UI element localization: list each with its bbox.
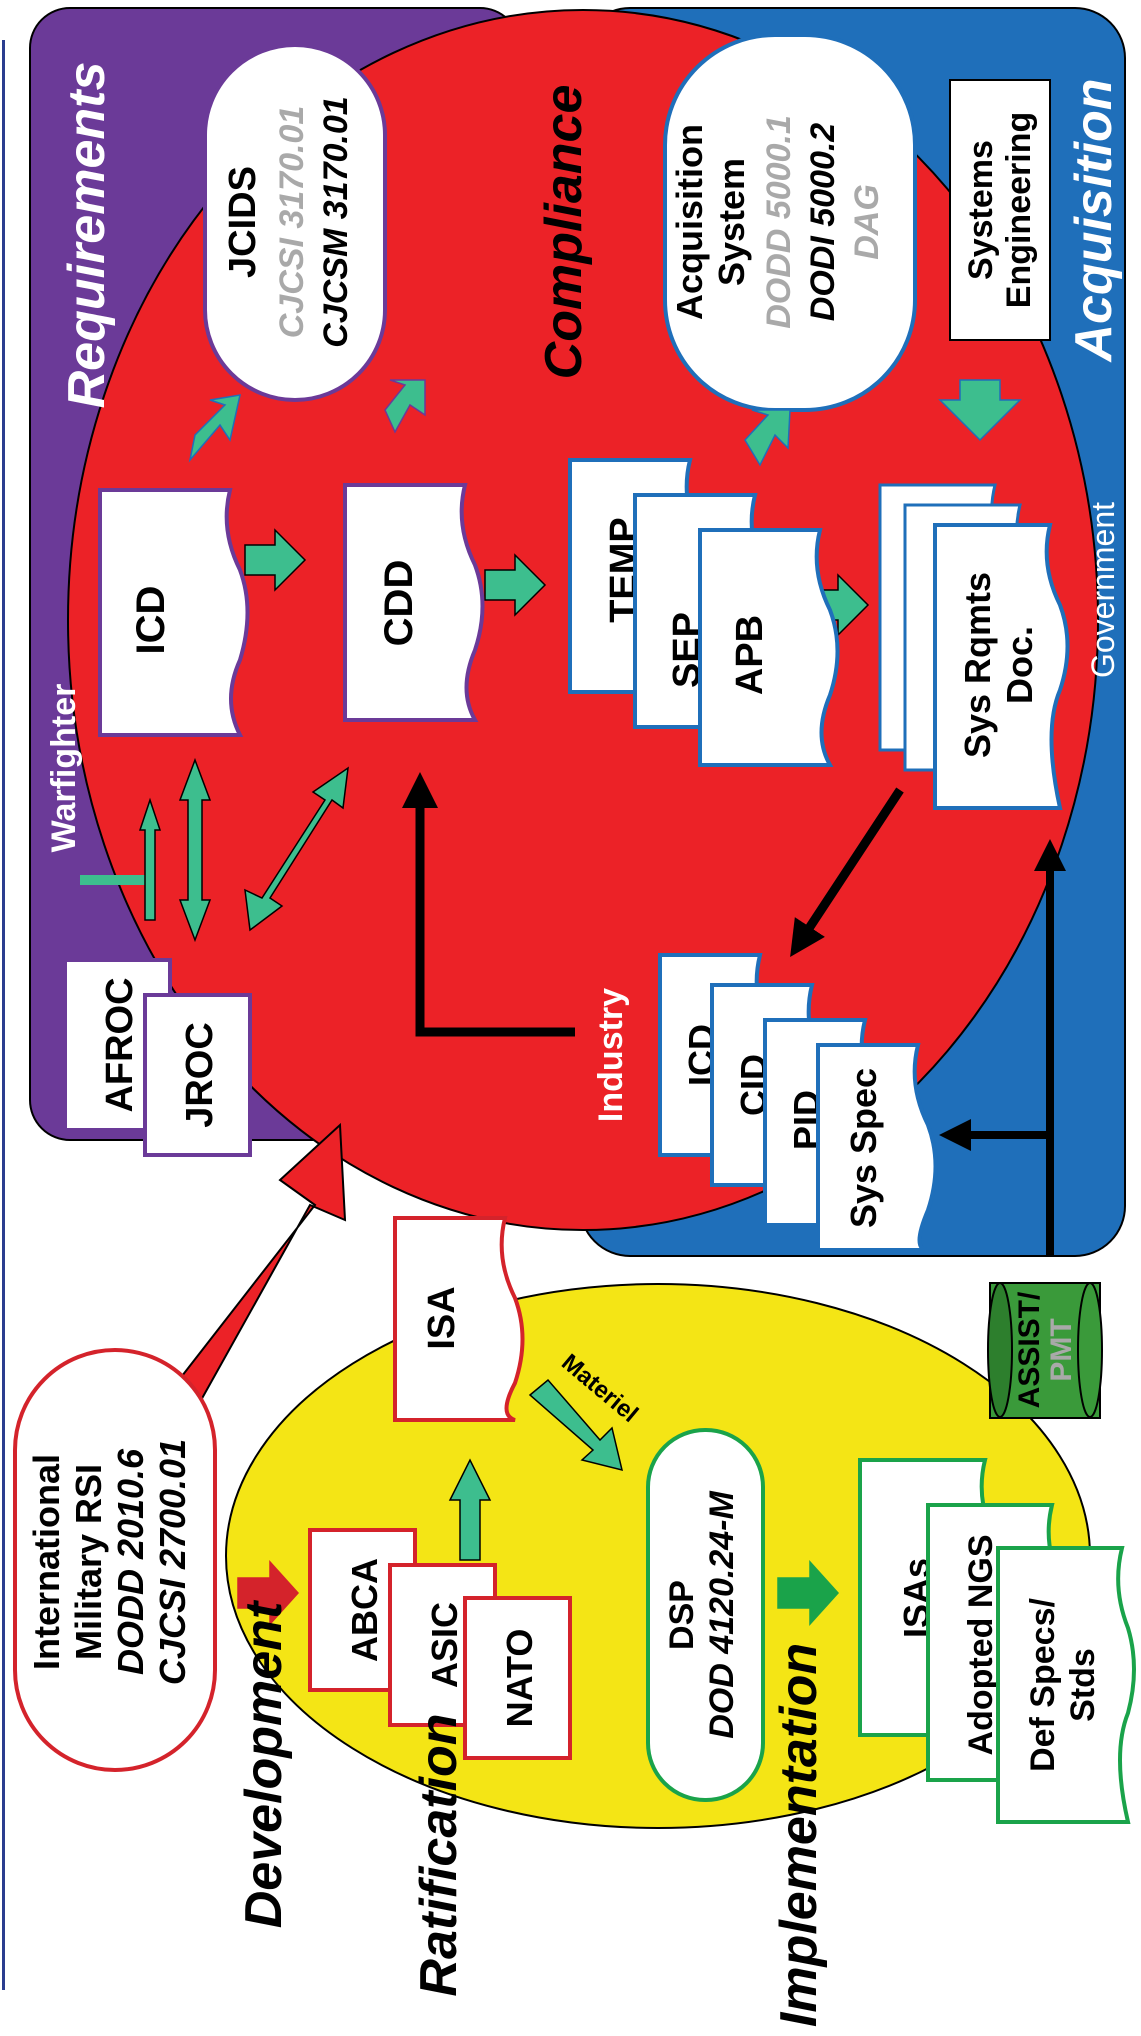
sysrqmts-document <box>933 523 1070 810</box>
acq-dag: DAG <box>848 184 886 260</box>
rsi-line4: CJCSI 2700.01 <box>152 1439 193 1685</box>
sysrqmts-line2: Doc. <box>999 626 1040 704</box>
acq-to-temp-arrow <box>744 409 791 467</box>
nato-label: NATO <box>499 1629 540 1728</box>
jroc-label: JROC <box>179 1022 221 1128</box>
assist-db-cap <box>1077 1282 1103 1418</box>
def-specs-line2: Stds <box>1064 1648 1102 1722</box>
asic-label: ASIC <box>424 1602 465 1688</box>
assist-db-line1: ASSIST/ <box>1013 1291 1046 1408</box>
afroc-label: AFROC <box>99 977 141 1112</box>
assist-db-line2: PMT <box>1045 1318 1078 1381</box>
cdd-label: CDD <box>377 560 421 647</box>
ratification-arrow <box>448 1458 492 1561</box>
adopted-ngs-label: Adopted NGS <box>962 1535 1000 1756</box>
development-label: Development <box>235 1599 293 1928</box>
abca-label: ABCA <box>344 1558 385 1662</box>
sysrqmts-line1: Sys Rqmts <box>957 572 998 758</box>
icd-to-cdd-arrow <box>244 528 307 592</box>
dsp-bubble <box>646 1428 765 1802</box>
acq-line1: Acquisition <box>669 124 710 320</box>
implementation-label: Implementation <box>770 1643 828 2027</box>
assist-db-end <box>987 1282 1013 1418</box>
requirements-title: Requirements <box>58 62 116 409</box>
acq-line2: System <box>711 158 752 286</box>
rsi-to-compliance-arrow <box>173 1122 347 1404</box>
cdd-document <box>343 483 485 722</box>
page-border <box>2 40 5 1990</box>
isa-document <box>393 1216 525 1422</box>
materiel-arrow <box>528 1378 624 1472</box>
icd-jroc-double-arrow <box>178 757 212 943</box>
government-label: Government <box>1085 502 1121 678</box>
sys-eng-line2: Engineering <box>1000 112 1038 308</box>
ratification-label: Ratification <box>410 1713 468 1996</box>
rsi-bubble <box>13 1348 217 1772</box>
icd-document <box>98 488 250 737</box>
jroc-box <box>143 993 252 1157</box>
jcids-to-cdd-arrow <box>384 379 426 434</box>
warfighter-up-arrow <box>138 797 162 921</box>
jcids-title: JCIDS <box>222 166 264 278</box>
isa-label: ISA <box>421 1286 463 1349</box>
sysspec-label: Sys Spec <box>843 1068 884 1228</box>
warfighter-label: Warfighter <box>45 684 83 853</box>
def-specs-document <box>996 1546 1136 1824</box>
cdd-jroc-double-arrow <box>244 766 349 932</box>
industry-to-cdd-arrow <box>402 772 575 1037</box>
development-arrow <box>237 1560 300 1626</box>
sysrqmts-to-industry-arrow <box>790 787 904 958</box>
apb-document <box>698 528 840 767</box>
nato-box <box>463 1596 572 1760</box>
sysspec-document <box>816 1043 938 1252</box>
dsp-line2: DOD 4120.24-M <box>703 1491 741 1739</box>
rsi-line3: DODD 2010.6 <box>110 1448 151 1675</box>
icd-label: ICD <box>129 586 173 655</box>
compliance-title: Compliance <box>535 85 593 380</box>
dsp-line1: DSP <box>663 1580 701 1650</box>
jcids-bubble <box>203 43 387 402</box>
rsi-line2: Military RSI <box>68 1464 109 1660</box>
def-specs-line1: Def Specs/ <box>1024 1598 1062 1772</box>
apb-label: APB <box>729 615 771 695</box>
jcids-to-icd-arrow <box>188 394 241 463</box>
sys-eng-line1: Systems <box>962 140 1000 280</box>
rsi-line1: International <box>26 1454 67 1670</box>
acq-dodd: DODD 5000.1 <box>760 115 798 329</box>
acq-dodi: DODI 5000.2 <box>804 123 842 322</box>
jcids-cjcsm: CJCSM 3170.01 <box>317 96 355 347</box>
jcids-cjcsi: CJCSI 3170.01 <box>273 106 311 339</box>
acquisition-title: Acquisition <box>1065 78 1123 363</box>
syseng-to-sysrqmts-arrow <box>938 379 1022 442</box>
cdd-to-temp-arrow <box>484 553 547 617</box>
systems-engineering-box <box>949 79 1051 341</box>
industry-label: Industry <box>592 988 630 1122</box>
implementation-arrow <box>777 1560 840 1626</box>
